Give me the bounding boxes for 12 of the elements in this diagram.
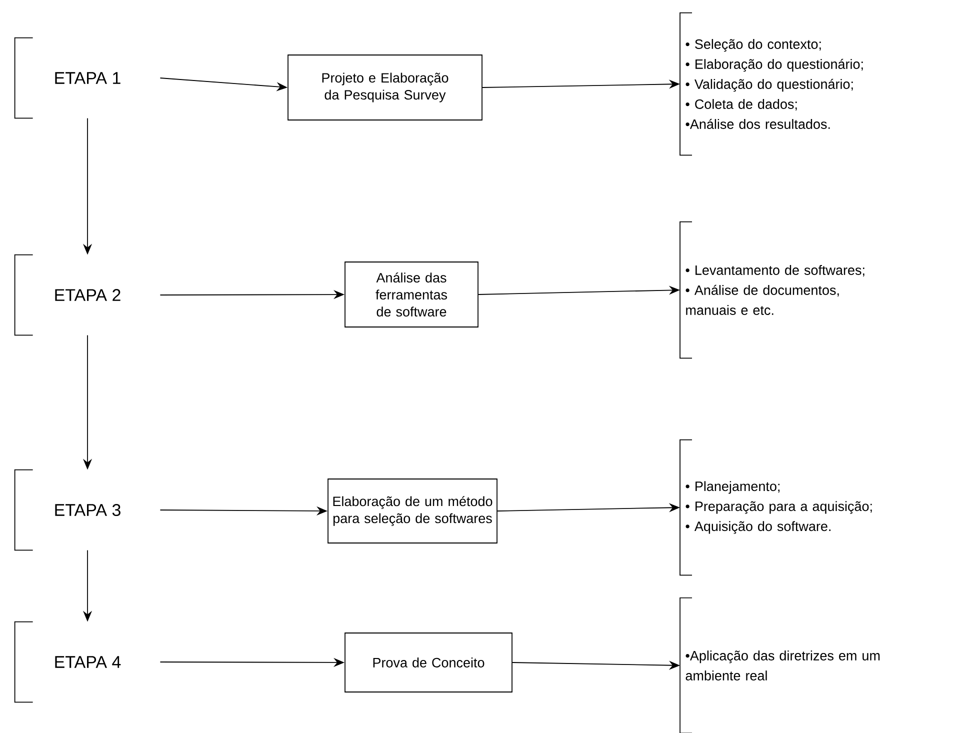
process-box: Análise das ferramentas de software [344, 262, 478, 328]
stage-label: ETAPA 4 [14, 621, 121, 703]
bullet-list: • Planejamento; • Preparação para a aquisição; • Aquisição do software. [680, 439, 872, 576]
bullet-list: • Levantamento de softwares; • Análise de documentos, manuais e etc. [680, 221, 864, 359]
stage-label: ETAPA 3 [14, 469, 120, 551]
bullet-list: •Aplicação das diretrizes em um ambiente real [680, 597, 880, 733]
process-box: Prova de Conceito [344, 632, 512, 692]
bullet-list: • Seleção do contexto; • Elaboração do questionário; • Validação do questionário; • Coleta de dados; •Análise dos resultados. [680, 12, 863, 156]
stage-label: ETAPA 1 [14, 37, 120, 119]
process-box: Projeto e Elaboração da Pesquisa Survey [288, 54, 482, 120]
process-box: Elaboração de um método para seleção de softwares [328, 478, 498, 544]
stage-label: ETAPA 2 [14, 254, 120, 336]
